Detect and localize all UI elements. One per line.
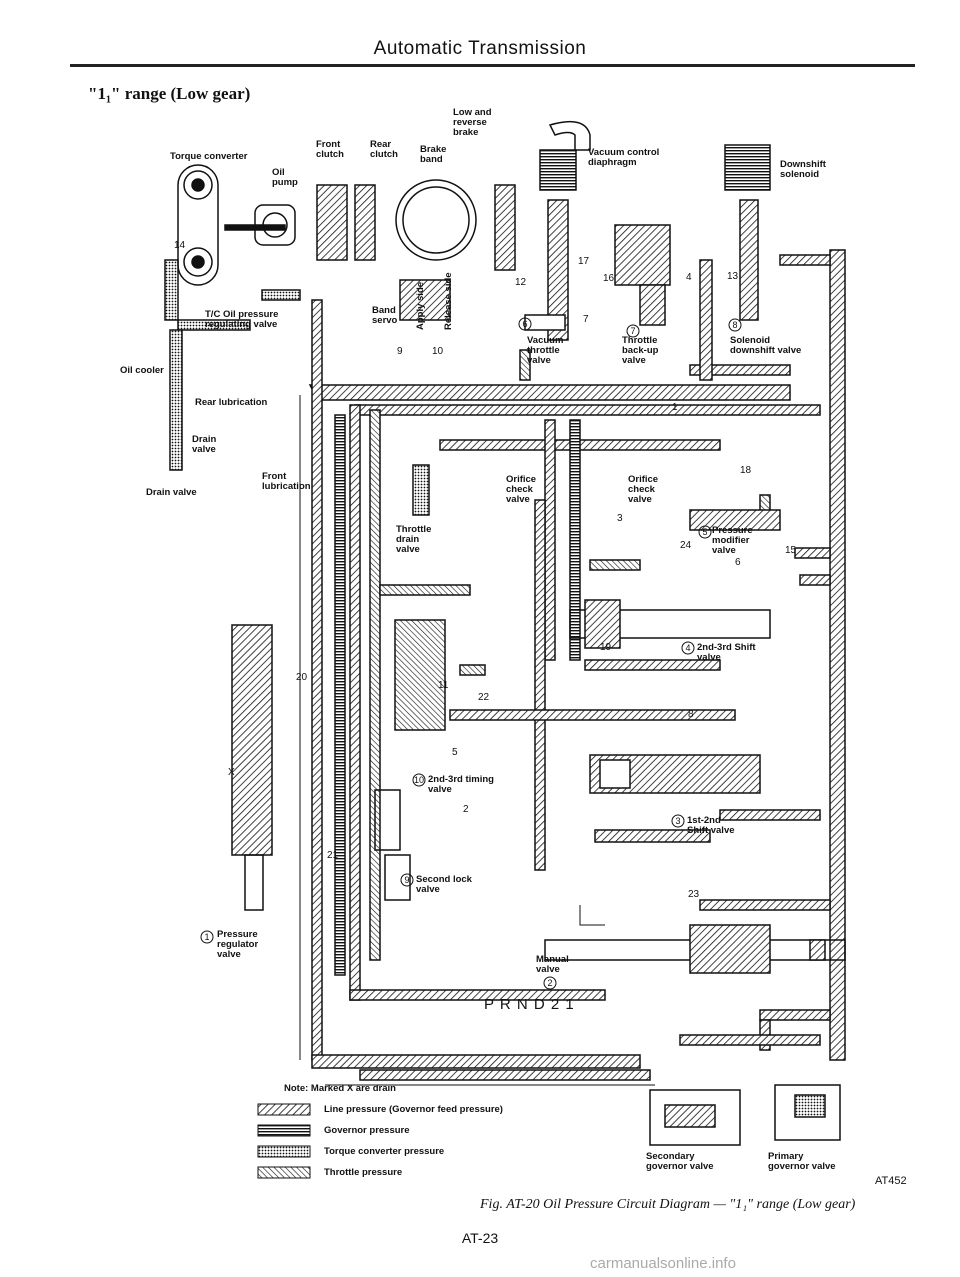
label-release-side: Release side <box>443 272 454 330</box>
line-num: 22 <box>478 692 490 703</box>
line-num: 2 <box>463 804 469 815</box>
label-shift-12: 1st-2nd Shift valve <box>687 815 735 836</box>
header-rule <box>70 64 915 67</box>
label-front-lubrication: Front lubrication <box>262 471 311 492</box>
circle-3: 3 <box>675 816 680 826</box>
label-pressure-modifier: Pressure modifier valve <box>712 525 753 556</box>
line-num: 16 <box>603 273 615 284</box>
label-torque-converter: Torque converter <box>170 151 248 162</box>
line-num: 3 <box>617 513 623 524</box>
legend-throttle-pressure: Throttle pressure <box>324 1167 403 1178</box>
legend-torque-pressure: Torque converter pressure <box>324 1146 445 1157</box>
legend-note: Note: Marked X are drain <box>284 1083 396 1094</box>
label-brake-band: Brake band <box>420 144 447 165</box>
circle-6: 6 <box>522 319 527 329</box>
label-shift-23: 2nd-3rd Shift valve <box>697 642 756 663</box>
label-drain-valve: Drain valve <box>146 487 197 498</box>
label-downshift-solenoid: Downshift solenoid <box>780 159 826 180</box>
line-num: 18 <box>740 465 752 476</box>
line-num: 23 <box>688 889 700 900</box>
circle-4: 4 <box>685 643 690 653</box>
label-orifice-check-1: Orifice check valve <box>506 474 537 505</box>
page-header: Automatic Transmission <box>373 38 587 59</box>
circle-1: 1 <box>204 932 209 942</box>
label-low-reverse-brake: Low and reverse brake <box>453 107 492 138</box>
line-num: 1 <box>672 402 678 413</box>
line-num: 14 <box>174 240 186 251</box>
circle-9: 9 <box>404 875 409 885</box>
line-num: 6 <box>735 557 741 568</box>
label-throttle-drain: Throttle drain valve <box>396 524 432 555</box>
label-oil-cooler: Oil cooler <box>120 365 164 376</box>
label-primary-governor: Primary governor valve <box>768 1151 836 1172</box>
circle-8: 8 <box>732 320 737 330</box>
label-manual-valve: Manual valve <box>536 954 569 975</box>
label-rear-lubrication: Rear lubrication <box>195 397 268 408</box>
label-front-clutch: Front clutch <box>316 139 344 160</box>
label-oil-pump: Oil pump <box>272 167 298 188</box>
line-num: 7 <box>583 314 589 325</box>
range-title: "1₁" range (Low gear) <box>88 84 251 103</box>
circle-10: 10 <box>414 775 424 785</box>
line-num: 8 <box>688 709 694 720</box>
line-num: 15 <box>785 545 797 556</box>
line-num: 4 <box>686 272 692 283</box>
label-pressure-regulator: Pressure regulator valve <box>217 929 259 960</box>
label-prnd: P R N D 2 1 <box>484 996 575 1013</box>
label-solenoid-downshift: Solenoid downshift valve <box>730 335 802 356</box>
circle-5: 5 <box>702 527 707 537</box>
line-num: 20 <box>296 672 308 683</box>
line-num: 24 <box>680 540 692 551</box>
label-rear-clutch: Rear clutch <box>370 139 398 160</box>
line-num: 9 <box>397 346 403 357</box>
label-vacuum-throttle: Vacuum throttle valve <box>527 335 564 366</box>
watermark: carmanualsonline.info <box>590 1255 736 1272</box>
line-num: 19 <box>600 642 612 653</box>
label-orifice-check-2: Orifice check valve <box>628 474 659 505</box>
line-num: 13 <box>727 271 739 282</box>
legend-governor-pressure: Governor pressure <box>324 1125 410 1136</box>
line-num: 10 <box>432 346 444 357</box>
label-timing-23: 2nd-3rd timing valve <box>428 774 494 795</box>
line-num: X <box>228 767 235 778</box>
line-num: 12 <box>515 277 527 288</box>
figure-code: AT452 <box>875 1175 907 1187</box>
label-throttle-backup: Throttle back-up valve <box>622 335 659 366</box>
circle-7: 7 <box>630 326 635 336</box>
line-num: 21 <box>327 850 339 861</box>
line-num: 5 <box>452 747 458 758</box>
label-tc-valve: T/C Oil pressure regulating valve <box>205 309 279 330</box>
label-vacuum-control: Vacuum control diaphragm <box>588 147 660 168</box>
label-apply-side: Apply side <box>415 281 426 330</box>
line-num: 11 <box>438 680 449 691</box>
figure-caption: Fig. AT-20 Oil Pressure Circuit Diagram … <box>480 1197 856 1212</box>
label-drain-valve-small: Drain valve <box>192 434 217 455</box>
page-number: AT-23 <box>461 1230 499 1246</box>
label-band-servo: Band servo <box>372 305 398 326</box>
label-secondary-governor: Secondary governor valve <box>646 1151 714 1172</box>
circle-2: 2 <box>547 978 552 988</box>
line-num: 17 <box>578 256 590 267</box>
label-second-lock: Second lock valve <box>416 874 472 895</box>
legend-line-pressure: Line pressure (Governor feed pressure) <box>324 1104 503 1115</box>
